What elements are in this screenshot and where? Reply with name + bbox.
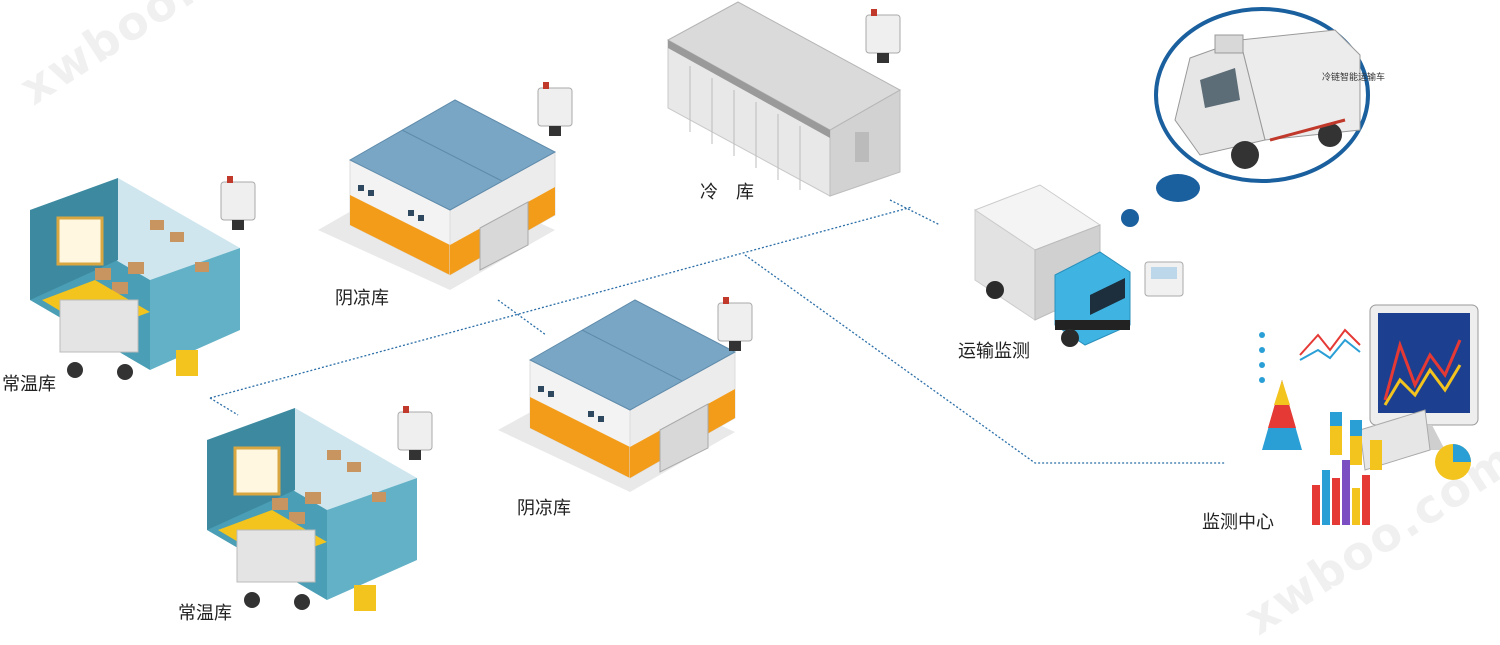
sensor-cold <box>865 9 901 63</box>
connector-cold <box>889 199 941 226</box>
cold-storage-building <box>666 1 902 197</box>
connector-center <box>744 254 1225 464</box>
cool-storage-bottom-building <box>498 299 737 492</box>
connection-lines <box>209 199 1225 464</box>
sensor-cool-top <box>537 82 573 136</box>
connector-normal-link <box>209 397 239 416</box>
label-cool-storage-top: 阴凉库 <box>335 288 389 309</box>
label-normal-storage-top: 常温库 <box>2 374 56 395</box>
sensor-normal-bottom <box>397 406 433 460</box>
label-normal-storage-bottom: 常温库 <box>178 603 232 624</box>
label-monitoring-center: 监测中心 <box>1202 512 1274 533</box>
sensor-cool-bottom <box>717 297 753 351</box>
sensor-normal-top <box>220 176 256 230</box>
delivery-truck <box>973 184 1184 347</box>
cool-storage-top-building <box>318 99 557 290</box>
label-cold-storage: 冷 库 <box>700 182 754 203</box>
truck-side-text: 冷链智能运输车 <box>1322 71 1385 83</box>
truck-thought-bubble <box>1121 7 1370 227</box>
label-cool-storage-bottom: 阴凉库 <box>517 498 571 519</box>
label-transport-monitoring: 运输监测 <box>958 341 1030 362</box>
connector-main <box>209 206 913 399</box>
connector-cool-link <box>497 299 547 336</box>
normal-storage-top-room <box>30 178 240 380</box>
normal-storage-bottom-room <box>207 408 417 611</box>
monitoring-center-graphic <box>1259 304 1479 525</box>
